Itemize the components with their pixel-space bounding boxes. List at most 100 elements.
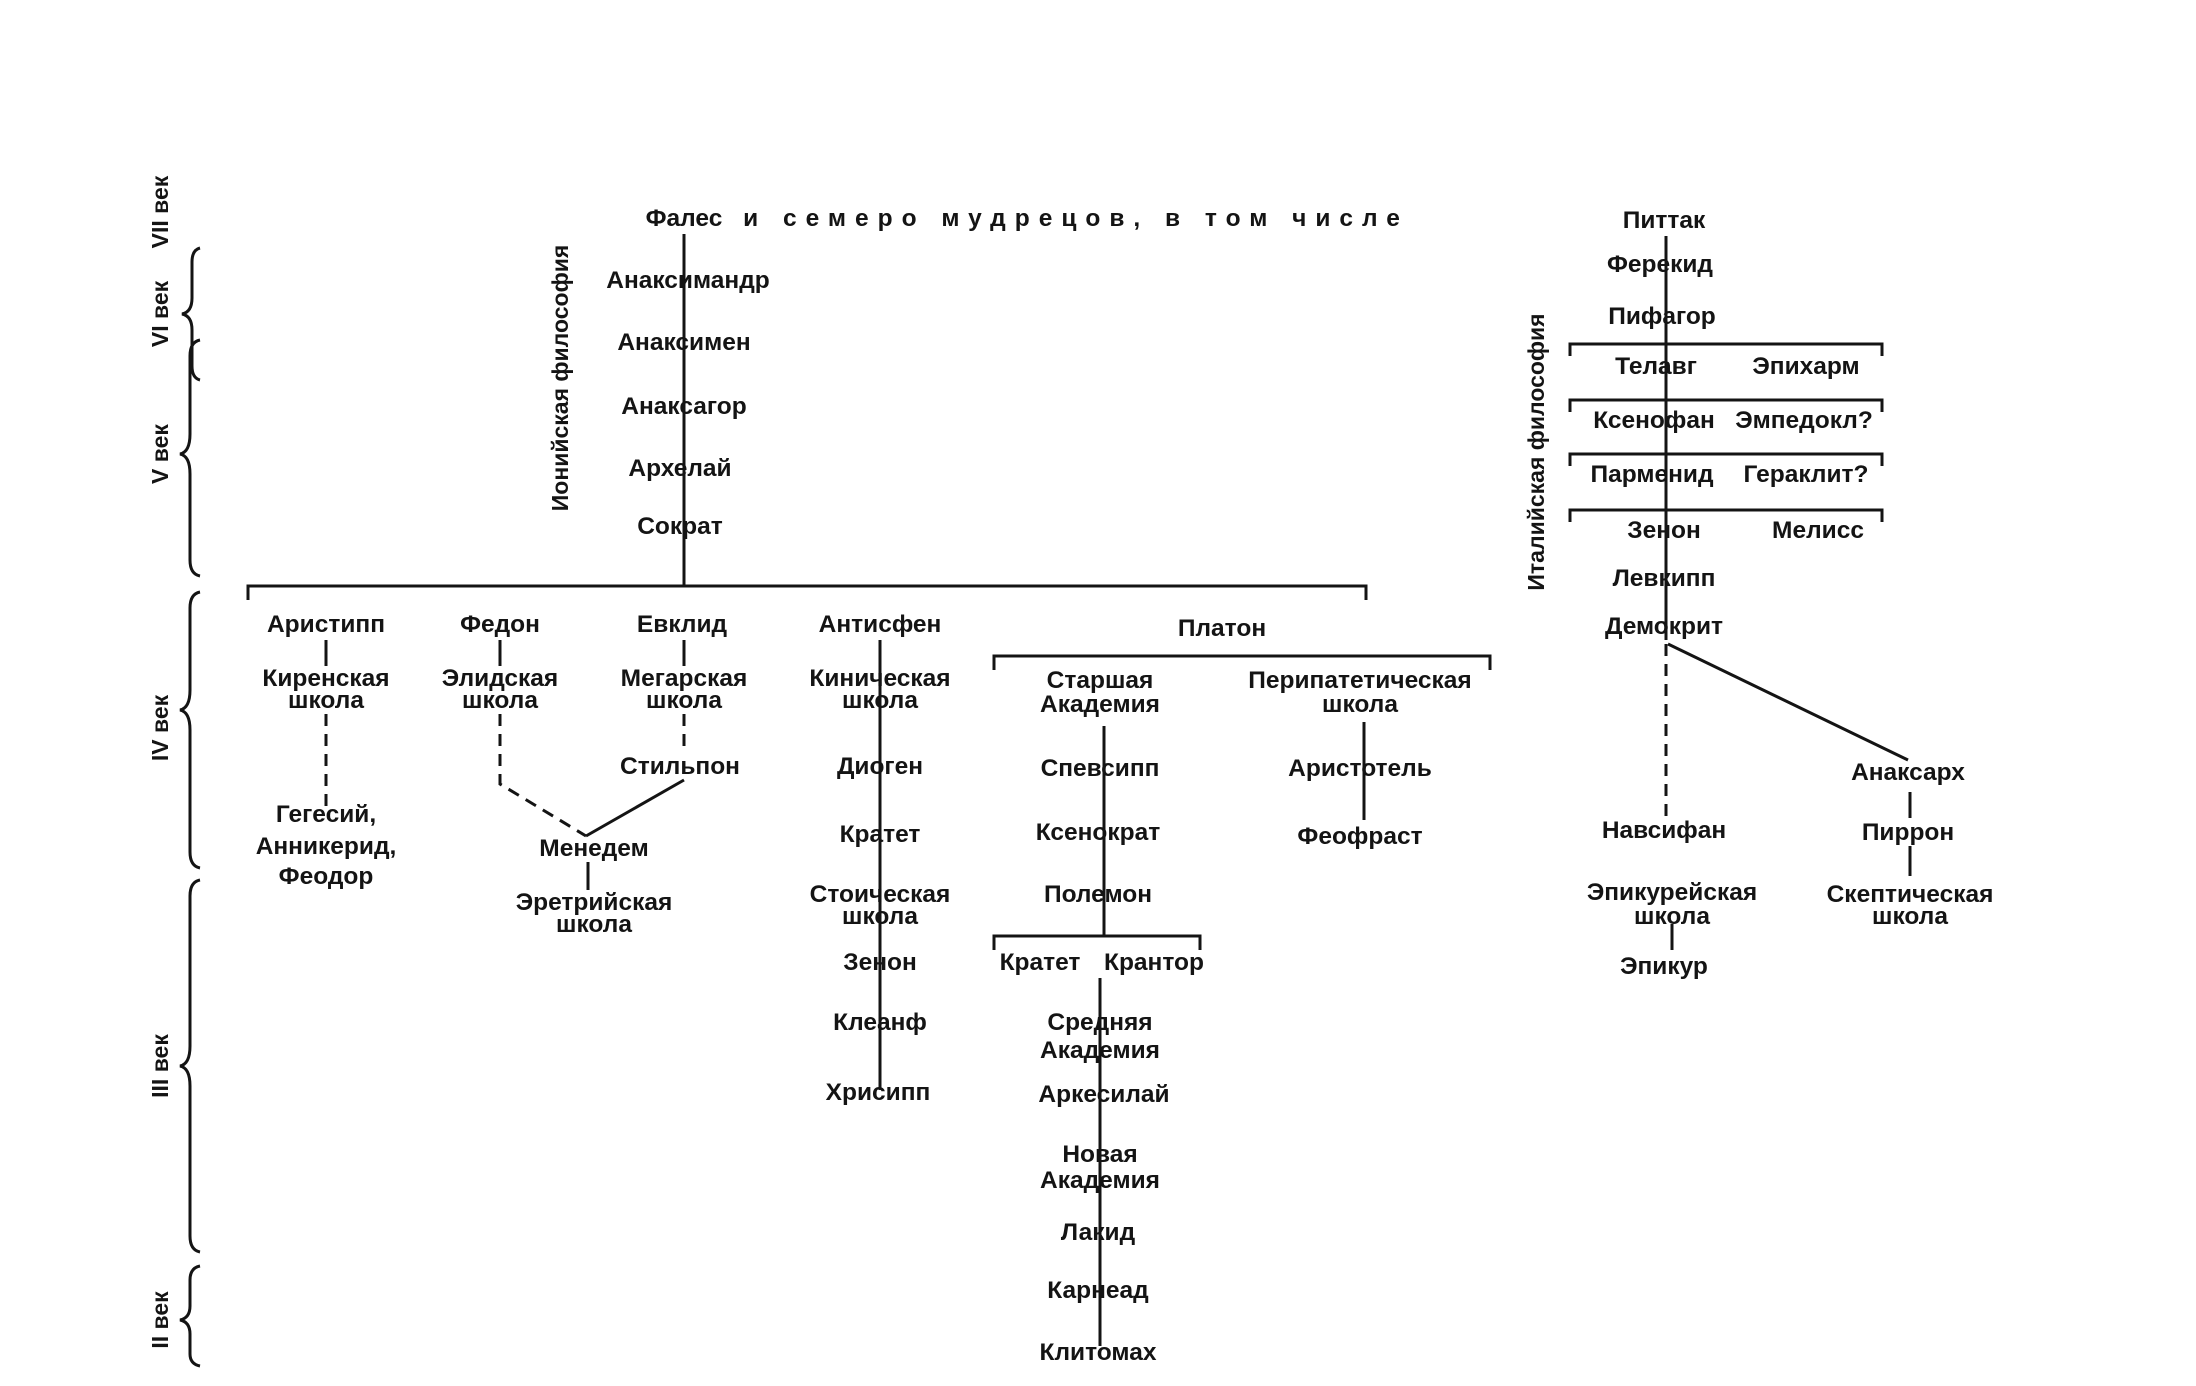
hegesias-line2: Анникерид,	[256, 833, 397, 860]
stilpo-label: Стильпон	[620, 753, 740, 780]
old-academy-line2: Академия	[1040, 691, 1160, 718]
peripatetic-school-line1: Перипатетическая	[1248, 667, 1471, 694]
epicurean-school-line2: школа	[1634, 903, 1710, 930]
xenophanes-label: Ксенофан	[1593, 407, 1715, 434]
cleanthes-label: Клеанф	[833, 1009, 927, 1036]
crantor-label: Крантор	[1104, 949, 1204, 976]
phaedo-label: Федон	[460, 611, 540, 638]
hegesias-line3: Феодор	[279, 863, 374, 890]
zeno-stoic-label: Зенон	[843, 949, 917, 976]
telauges-bracket	[1568, 342, 1884, 356]
socratic-bracket	[246, 584, 1368, 600]
crates-cynic-label: Кратет	[840, 821, 921, 848]
connectors	[246, 234, 1912, 1346]
hegesias-line1: Гегесий,	[276, 801, 376, 828]
melissus-label: Мелисс	[1772, 517, 1864, 544]
aristippus-label: Аристипп	[267, 611, 385, 638]
eretrian-school-line2: школа	[556, 911, 632, 938]
century-brace-5	[179, 338, 201, 578]
century-brace-6	[181, 246, 201, 382]
leucippus-label: Левкипп	[1613, 565, 1716, 592]
megarian-school-line2: школа	[646, 687, 722, 714]
cynic-school-line2: школа	[842, 687, 918, 714]
plato-bracket	[992, 654, 1492, 670]
carneades-label: Карнеад	[1047, 1277, 1149, 1304]
century-brace-4	[179, 590, 201, 870]
megarian-school-line1: Мегарская	[621, 665, 748, 692]
anaximenes-label: Анаксимен	[617, 329, 750, 356]
elian-school-line1: Элидская	[442, 665, 558, 692]
anaximander-label: Анаксимандр	[606, 267, 770, 294]
democritus-label: Демокрит	[1605, 613, 1723, 640]
pythagoras-label: Пифагор	[1608, 303, 1716, 330]
middle-academy-line1: Средняя	[1047, 1009, 1152, 1036]
theophrastus-label: Феофраст	[1297, 823, 1422, 850]
polemo-bracket	[992, 934, 1202, 950]
italian-philosophy-label: Италийская философия	[1523, 313, 1549, 590]
antisthenes-label: Антисфен	[819, 611, 942, 638]
anaxarchus-label: Анаксарх	[1851, 759, 1965, 786]
parmenides-label: Парменид	[1590, 461, 1713, 488]
cyrenaic-school-line1: Киренская	[262, 665, 389, 692]
lacydes-label: Лакид	[1061, 1219, 1136, 1246]
menedemus-label: Менедем	[539, 835, 648, 862]
crates-academic-label: Кратет	[1000, 949, 1081, 976]
polemo-label: Полемон	[1044, 881, 1152, 908]
new-academy-line1: Новая	[1062, 1141, 1137, 1168]
old-academy-line1: Старшая	[1047, 667, 1154, 694]
epicurean-school-line1: Эпикурейская	[1587, 879, 1757, 906]
century-axis: VII век VI век V век IV век III век II в…	[147, 175, 201, 1368]
century-label-6: VI век	[147, 280, 173, 347]
anaxarchus-line	[1667, 642, 1909, 762]
eretrian-school-line1: Эретрийская	[516, 889, 673, 916]
nausiphanes-label: Навсифан	[1602, 817, 1726, 844]
new-academy-line2: Академия	[1040, 1167, 1160, 1194]
century-label-2: II век	[147, 1291, 173, 1349]
thales-label: Фалес	[646, 205, 723, 232]
clitomachus-label: Клитомах	[1040, 1339, 1157, 1366]
pyrrho-label: Пиррон	[1862, 819, 1954, 846]
cynic-school-line1: Киническая	[809, 665, 950, 692]
empedocles-label: Эмпедокл?	[1735, 407, 1873, 434]
plato-label: Платон	[1178, 615, 1266, 642]
heraclitus-label: Гераклит?	[1743, 461, 1868, 488]
century-label-5: V век	[147, 424, 173, 484]
seven-sages-label: и семеро мудрецов, в том числе	[743, 205, 1409, 232]
century-brace-2	[179, 1264, 201, 1368]
epicurus-label: Эпикур	[1620, 953, 1708, 980]
euclid-label: Евклид	[637, 611, 728, 638]
elian-school-line2: школа	[462, 687, 538, 714]
xenocrates-label: Ксенократ	[1036, 819, 1161, 846]
ionian-philosophy-label: Ионийская философия	[547, 245, 573, 512]
pherecydes-label: Ферекид	[1607, 251, 1713, 278]
parmenides-bracket	[1568, 452, 1884, 466]
zeno-bracket	[1568, 508, 1884, 522]
zeno-elea-label: Зенон	[1627, 517, 1701, 544]
stoic-school-line2: школа	[842, 903, 918, 930]
archelaus-label: Архелай	[628, 455, 731, 482]
chrysippus-label: Хрисипп	[826, 1079, 931, 1106]
xenophanes-bracket	[1568, 398, 1884, 412]
century-label-4: IV век	[147, 694, 173, 761]
arcesilaus-label: Аркесилай	[1038, 1081, 1169, 1108]
century-label-3: III век	[147, 1034, 173, 1098]
sceptic-school-line1: Скептическая	[1827, 881, 1994, 908]
diogenes-label: Диоген	[837, 753, 923, 780]
stilpo-menedemus-line	[585, 778, 685, 838]
cyrenaic-school-line2: школа	[288, 687, 364, 714]
anaxagoras-label: Анаксагор	[621, 393, 746, 420]
stoic-school-line1: Стоическая	[810, 881, 951, 908]
socrates-label: Сократ	[637, 513, 723, 540]
peripatetic-school-line2: школа	[1322, 691, 1398, 718]
speusippus-label: Спевсипп	[1041, 755, 1160, 782]
telauges-label: Телавг	[1615, 353, 1697, 380]
epicharmus-label: Эпихарм	[1752, 353, 1859, 380]
sceptic-school-line2: школа	[1872, 903, 1948, 930]
pittacus-label: Питтак	[1623, 207, 1706, 234]
middle-academy-line2: Академия	[1040, 1037, 1160, 1064]
elian-dashed-line	[498, 714, 587, 838]
aristotle-label: Аристотель	[1288, 755, 1432, 782]
century-label-7: VII век	[147, 175, 173, 248]
century-brace-3	[179, 878, 201, 1254]
